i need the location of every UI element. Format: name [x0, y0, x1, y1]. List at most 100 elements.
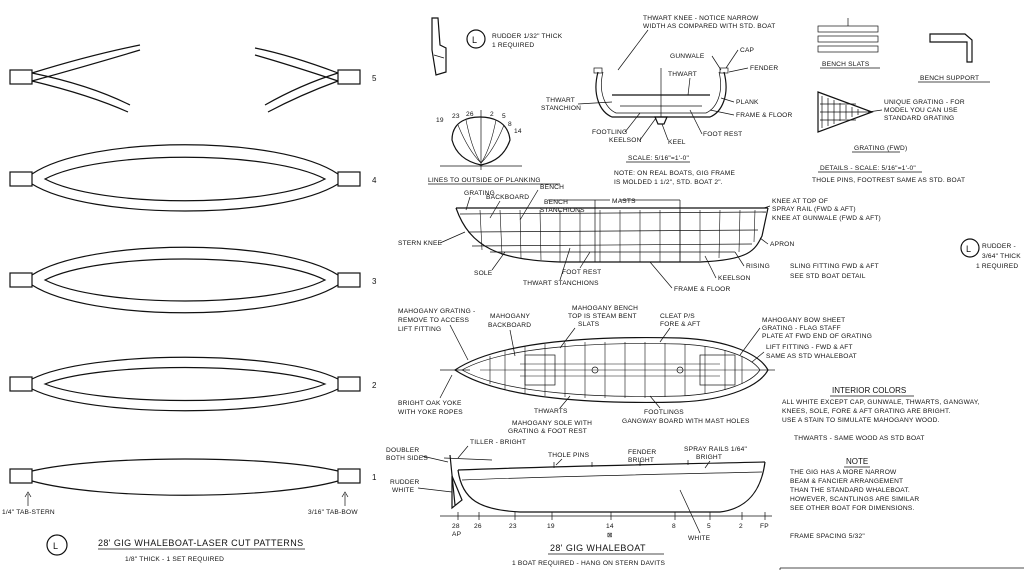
rudder-callout-right: L RUDDER - 3/64" THICK 1 REQUIRED — [960, 238, 1021, 270]
station-label-23: 23 — [509, 523, 517, 530]
pattern-number-4: 4 — [372, 176, 377, 185]
details-thole-pins: THOLE PINS, FOOTREST SAME AS STD. BOAT — [812, 177, 965, 184]
colors-line-2: KNEES, SOLE, FORE & AFT GRATING ARE BRIG… — [782, 408, 950, 415]
station-8: 8 — [508, 121, 512, 128]
plan-mbench-2: TOP IS STEAM BENT — [568, 313, 637, 320]
outboard-thole: THOLE PINS — [548, 452, 590, 459]
colors-thwarts-same: THWARTS - SAME WOOD AS STD BOAT — [794, 435, 925, 442]
body-plan: 19 23 26 2 5 8 14 LINES TO OUTSIDE OF PL… — [428, 110, 560, 185]
section-keel: KEEL — [668, 139, 686, 146]
profile-bench-stanchions2: STANCHIONS — [540, 207, 585, 214]
bench-support-label: BENCH SUPPORT — [920, 75, 979, 82]
profile-masts: MASTS — [612, 198, 636, 205]
profile-backboard: BACKBOARD — [486, 194, 529, 201]
pattern-number-5: 5 — [372, 74, 377, 83]
colors-line-3: USE A STAIN TO SIMULATE MAHOGANY WOOD. — [782, 417, 940, 424]
section-fender: FENDER — [750, 65, 778, 72]
station-label-14: 14 — [606, 523, 614, 530]
plan-lift-1: LIFT FITTING - FWD & AFT — [766, 344, 853, 351]
colors-line-1: ALL WHITE EXCEPT CAP, GUNWALE, THWARTS, … — [782, 399, 980, 406]
rudder-right-line3: 1 REQUIRED — [976, 263, 1018, 270]
note-line-4: HOWEVER, SCANTLINGS ARE SIMILAR — [790, 496, 919, 503]
profile-knee-top-1: KNEE AT TOP OF — [772, 198, 828, 205]
gig-subtitle: 1 BOAT REQUIRED - HANG ON STERN DAVITS — [512, 560, 665, 567]
rudder-thickness: RUDDER 1/32" THICK — [492, 33, 563, 40]
station-label-ap: AP — [452, 531, 462, 538]
plan-lift-2: SAME AS STD WHALEBOAT — [766, 353, 857, 360]
plan-bow-2: GRATING - FLAG STAFF — [762, 325, 841, 332]
plan-mg-3: LIFT FITTING — [398, 326, 441, 333]
outboard-doubler-2: BOTH SIDES — [386, 455, 428, 462]
outboard-profile: 28 26 23 19 14 8 5 2 FP AP ⊠ DOUBLER BOT… — [386, 439, 772, 567]
details-scale: DETAILS - SCALE: 5/16"=1'-0" — [820, 165, 916, 172]
profile-apron: APRON — [770, 241, 794, 248]
note-title: NOTE — [846, 457, 868, 466]
profile-keelson: KEELSON — [718, 275, 751, 282]
section-thwart-stanchion: THWART — [546, 97, 575, 104]
profile-rising: RISING — [746, 263, 770, 270]
bench-slats-detail: BENCH SLATS — [817, 18, 880, 69]
rudder-circle-letter: L — [472, 35, 477, 45]
section-thwart: THWART — [668, 71, 697, 78]
plan-yoke-1: BRIGHT OAK YOKE — [398, 400, 462, 407]
bench-support-detail: BENCH SUPPORT — [918, 33, 990, 83]
note-line-1: THE GIG HAS A MORE NARROW — [790, 469, 897, 476]
profile-grating: GRATING — [464, 190, 495, 197]
station-label-fp: FP — [760, 523, 769, 530]
section-frame-floor: FRAME & FLOOR — [736, 112, 792, 119]
station-label-28: 28 — [452, 523, 460, 530]
station-label-19: 19 — [547, 523, 555, 530]
outboard-spray-2: BRIGHT — [696, 454, 722, 461]
plan-mbench-1: MAHOGANY BENCH — [572, 305, 638, 312]
section-foot-rest: FOOT REST — [703, 131, 742, 138]
profile-frame-floor: FRAME & FLOOR — [674, 286, 730, 293]
profile-knee-gunwale: KNEE AT GUNWALE (FWD & AFT) — [772, 215, 881, 222]
section-note-2: IS MOLDED 1 1/2", STD. BOAT 2". — [614, 179, 723, 186]
note-line-3: THAN THE STANDARD WHALEBOAT. — [790, 487, 910, 494]
outboard-spray-1: SPRAY RAILS 1/64" — [684, 446, 747, 453]
plan-footlings: FOOTLINGS — [644, 409, 684, 416]
profile-sling-1: SLING FITTING FWD & AFT — [790, 263, 879, 270]
grating-unique-2: MODEL YOU CAN USE — [884, 107, 958, 114]
outboard-tiller: TILLER - BRIGHT — [470, 439, 526, 446]
plan-yoke-2: WITH YOKE ROPES — [398, 409, 463, 416]
station-midship-mark: ⊠ — [607, 532, 613, 539]
section-plank: PLANK — [736, 99, 759, 106]
interior-colors-block: INTERIOR COLORS ALL WHITE EXCEPT CAP, GU… — [782, 386, 980, 540]
station-label-5: 5 — [707, 523, 711, 530]
station-26: 26 — [466, 111, 474, 118]
outboard-rudder-1: RUDDER — [390, 479, 419, 486]
grating-unique-3: STANDARD GRATING — [884, 115, 954, 122]
pattern-number-3: 3 — [372, 277, 377, 286]
profile-bench: BENCH — [540, 184, 564, 191]
profile-knee-top-2: SPRAY RAIL (FWD & AFT) — [772, 206, 856, 213]
bench-slats-label: BENCH SLATS — [822, 61, 870, 68]
plan-thwarts: THWARTS — [534, 408, 568, 415]
patterns-circle-letter: L — [53, 541, 58, 551]
plan-mbb-2: BACKBOARD — [488, 322, 531, 329]
station-5: 5 — [502, 113, 506, 120]
rudder-detail: L RUDDER 1/32" THICK 1 REQUIRED — [431, 17, 563, 76]
station-label-26: 26 — [474, 523, 482, 530]
rudder-qty: 1 REQUIRED — [492, 42, 534, 49]
inboard-profile: MASTS GRATING BACKBOARD BENCH BENCH STAN… — [398, 184, 881, 293]
note-line-5: SEE OTHER BOAT FOR DIMENSIONS. — [790, 505, 914, 512]
gig-title: 28' GIG WHALEBOAT — [550, 543, 646, 553]
plan-mbench-3: SLATS — [578, 321, 600, 328]
station-2: 2 — [490, 111, 494, 118]
profile-thwart-stanchions: THWART STANCHIONS — [523, 280, 599, 287]
station-label-8: 8 — [672, 523, 676, 530]
profile-sole: SOLE — [474, 270, 493, 277]
plan-mg-1: MAHOGANY GRATING - — [398, 308, 475, 315]
plan-cleat-2: FORE & AFT — [660, 321, 700, 328]
station-14: 14 — [514, 128, 522, 135]
colors-title: INTERIOR COLORS — [832, 386, 906, 395]
rudder-right-line1: RUDDER - — [982, 243, 1016, 250]
body-plan-caption: LINES TO OUTSIDE OF PLANKING — [428, 177, 541, 184]
section-note-1: NOTE: ON REAL BOATS, GIG FRAME — [614, 170, 735, 177]
section-thwart-knee: THWART KNEE - NOTICE NARROW — [643, 15, 759, 22]
section-cap: CAP — [740, 47, 755, 54]
pattern-4: 4 — [9, 144, 377, 212]
outboard-white: WHITE — [688, 535, 711, 542]
pattern-number-1: 1 — [372, 473, 377, 482]
